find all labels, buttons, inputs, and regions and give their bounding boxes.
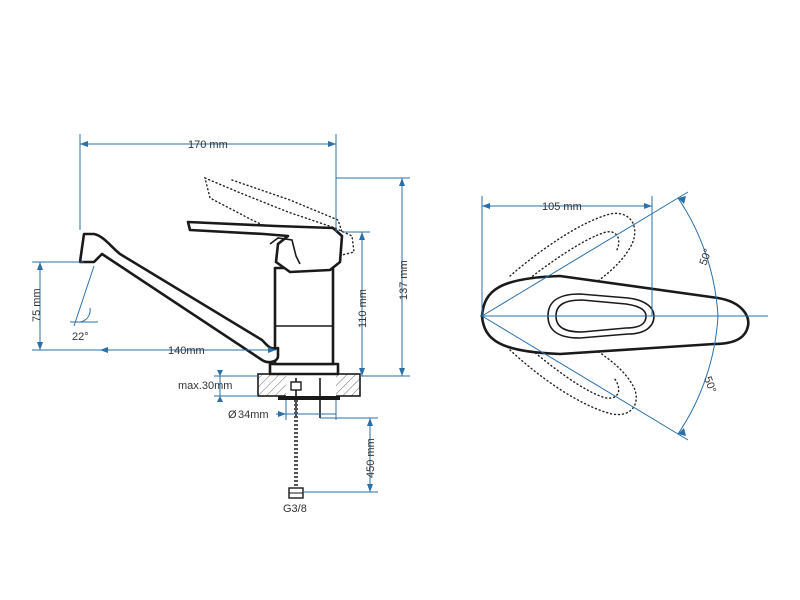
dim-label-450: 450 mm (365, 438, 377, 478)
angle-label-lower: 50° (701, 375, 718, 395)
lever-ghost-outline-inner (231, 179, 343, 233)
lever-ghost-outline (203, 176, 355, 257)
dim-label-max30: max.30mm (178, 380, 232, 392)
fixing-nut (290, 381, 302, 391)
side-view-dimensions: 170 mm 137 mm 110 mm 75 mm 22° 140mm (31, 134, 410, 515)
spout (78, 232, 280, 364)
lever-handle (186, 220, 344, 274)
arrow (80, 141, 88, 147)
faucet-base-ring (268, 362, 340, 376)
fixing-plate (278, 396, 340, 400)
arrow (328, 141, 336, 147)
dim-label-137: 137 mm (398, 260, 410, 300)
lever-ghost-upper-inner (519, 231, 620, 287)
dim-label-110: 110 mm (357, 289, 369, 328)
top-view-dimensions: 105 mm 50° 50° (480, 191, 768, 441)
lever-cap (269, 237, 301, 265)
thread-label: G3/8 (283, 503, 307, 515)
angle-arc-lower (677, 315, 719, 435)
faucet-body (273, 266, 335, 366)
dim-label-diameter-symbol: Ø (228, 409, 237, 421)
dim-label-75: 75 mm (31, 288, 43, 322)
dim-label-140: 140mm (168, 345, 205, 357)
side-view (78, 176, 361, 499)
angle-arc-upper (677, 197, 719, 317)
dim-label-22deg: 22° (72, 331, 89, 343)
dim-label-34: 34mm (238, 409, 269, 421)
dim-label-170: 170 mm (188, 139, 228, 151)
lever-ghost-lower-inner (519, 339, 620, 399)
lever-top-outline (480, 274, 750, 356)
angle-label-upper: 50° (698, 247, 715, 267)
dim-label-105: 105 mm (542, 201, 582, 213)
